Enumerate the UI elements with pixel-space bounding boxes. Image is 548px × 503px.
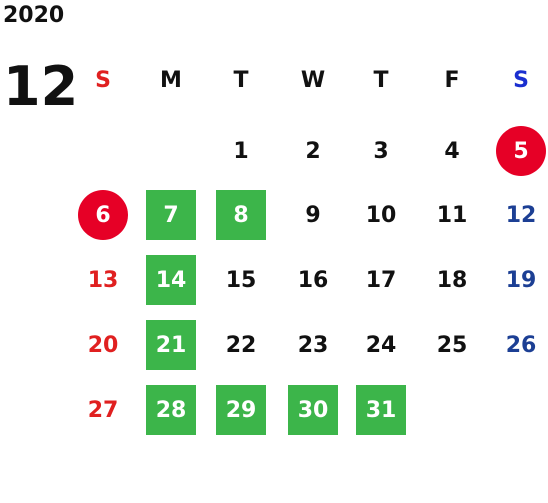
day-cell-24[interactable]: 24 — [365, 332, 397, 358]
day-cell-15[interactable]: 15 — [225, 267, 257, 293]
weekday-5: F — [444, 68, 460, 93]
day-cell-31[interactable]: 31 — [356, 385, 406, 435]
day-cell-14[interactable]: 14 — [146, 255, 196, 305]
day-cell-17[interactable]: 17 — [365, 267, 397, 293]
day-cell-18[interactable]: 18 — [436, 267, 468, 293]
day-cell-30[interactable]: 30 — [288, 385, 338, 435]
day-cell-27[interactable]: 27 — [87, 397, 119, 423]
day-cell-4[interactable]: 4 — [444, 138, 460, 164]
day-cell-8[interactable]: 8 — [216, 190, 266, 240]
day-cell-19[interactable]: 19 — [505, 267, 537, 293]
day-cell-10[interactable]: 10 — [365, 202, 397, 228]
day-cell-1[interactable]: 1 — [233, 138, 249, 164]
weekday-6: S — [513, 68, 529, 93]
weekday-3: W — [300, 68, 326, 93]
day-cell-6[interactable]: 6 — [78, 190, 128, 240]
day-cell-26[interactable]: 26 — [505, 332, 537, 358]
day-cell-3[interactable]: 3 — [373, 138, 389, 164]
day-cell-29[interactable]: 29 — [216, 385, 266, 435]
day-cell-22[interactable]: 22 — [225, 332, 257, 358]
day-cell-11[interactable]: 11 — [436, 202, 468, 228]
weekday-4: T — [373, 68, 389, 93]
day-cell-7[interactable]: 7 — [146, 190, 196, 240]
weekday-0: S — [95, 68, 111, 93]
weekday-2: T — [233, 68, 249, 93]
year-label: 2020 — [3, 3, 65, 28]
day-cell-28[interactable]: 28 — [146, 385, 196, 435]
month-number: 12 — [3, 55, 79, 118]
day-cell-16[interactable]: 16 — [297, 267, 329, 293]
weekday-1: M — [160, 68, 182, 93]
day-cell-12[interactable]: 12 — [505, 202, 537, 228]
day-cell-20[interactable]: 20 — [87, 332, 119, 358]
day-cell-13[interactable]: 13 — [87, 267, 119, 293]
day-cell-5[interactable]: 5 — [496, 126, 546, 176]
day-cell-21[interactable]: 21 — [146, 320, 196, 370]
day-cell-2[interactable]: 2 — [305, 138, 321, 164]
day-cell-23[interactable]: 23 — [297, 332, 329, 358]
day-cell-9[interactable]: 9 — [305, 202, 321, 228]
day-cell-25[interactable]: 25 — [436, 332, 468, 358]
